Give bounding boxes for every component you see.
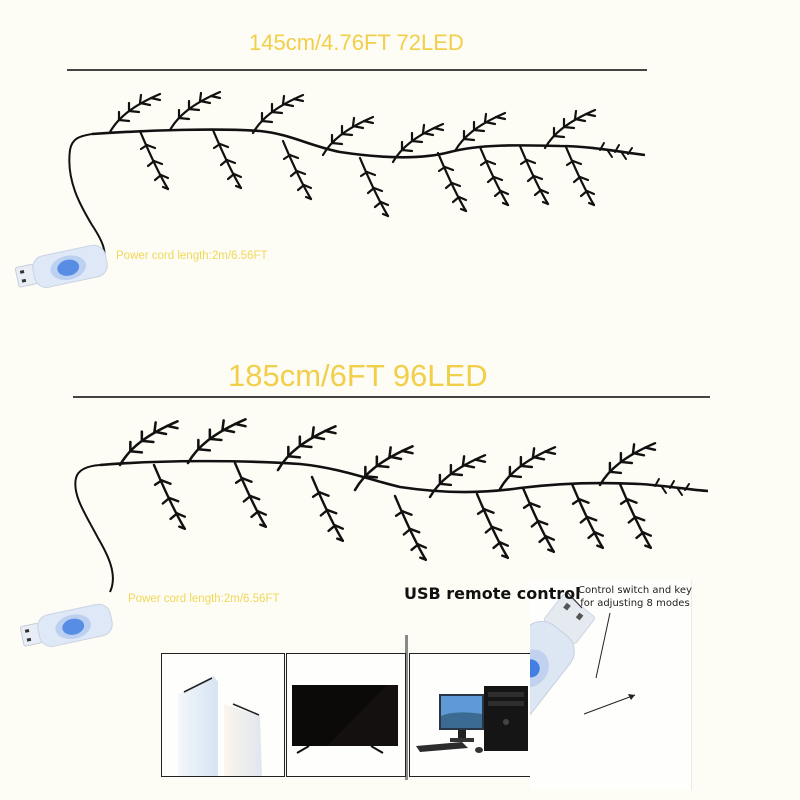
usb-plug-1 [14, 244, 108, 288]
variant-1-title: 145cm/4.76FT 72LED [249, 30, 464, 55]
computer-box [409, 653, 533, 777]
usb-remote-note: Control switch and key for adjusting 8 m… [578, 584, 692, 610]
usb-remote-note-line-1: Control switch and key [578, 585, 692, 596]
power-bank-icon [178, 676, 262, 776]
desktop-computer-icon [416, 686, 528, 753]
usb-remote-note-line-2: for adjusting 8 modes [580, 598, 690, 609]
variant-2-branch [74, 418, 709, 593]
usb-plug-2 [19, 603, 113, 647]
variant-2-rule [73, 396, 710, 398]
usb-remote-illustration [530, 593, 636, 729]
power-bank-box [161, 653, 285, 777]
usb-remote-panel [530, 580, 692, 790]
variant-1-cord-label: Power cord length:2m/6.56FT [116, 250, 268, 262]
variant-2-cord-label: Power cord length:2m/6.56FT [128, 593, 280, 605]
tv-icon [292, 685, 398, 754]
variant-1-rule [67, 69, 647, 71]
variant-2-title: 185cm/6FT 96LED [228, 358, 488, 393]
variant-1-branch [68, 90, 646, 269]
tv-box [286, 653, 406, 777]
usb-remote-title: USB remote control [404, 584, 581, 603]
vertical-divider [405, 635, 408, 780]
